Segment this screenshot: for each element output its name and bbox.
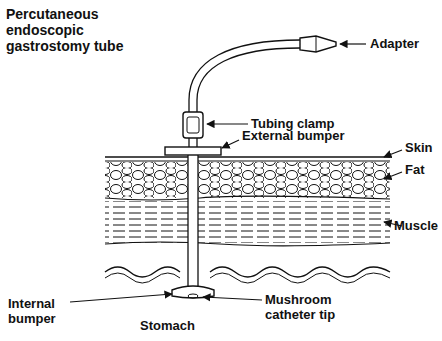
part-label: Muscle xyxy=(394,218,438,233)
part-label: Fat xyxy=(405,162,425,177)
part-label: Adapter xyxy=(370,36,419,51)
part-label: Stomach xyxy=(140,318,195,333)
part-label: Mushroom catheter tip xyxy=(265,292,355,322)
part-label: Skin xyxy=(405,140,432,155)
part-label: External bumper xyxy=(242,128,345,143)
diagram-title: Percutaneous endoscopic gastrostomy tube xyxy=(6,6,131,54)
part-label: Internal bumper xyxy=(8,296,72,326)
